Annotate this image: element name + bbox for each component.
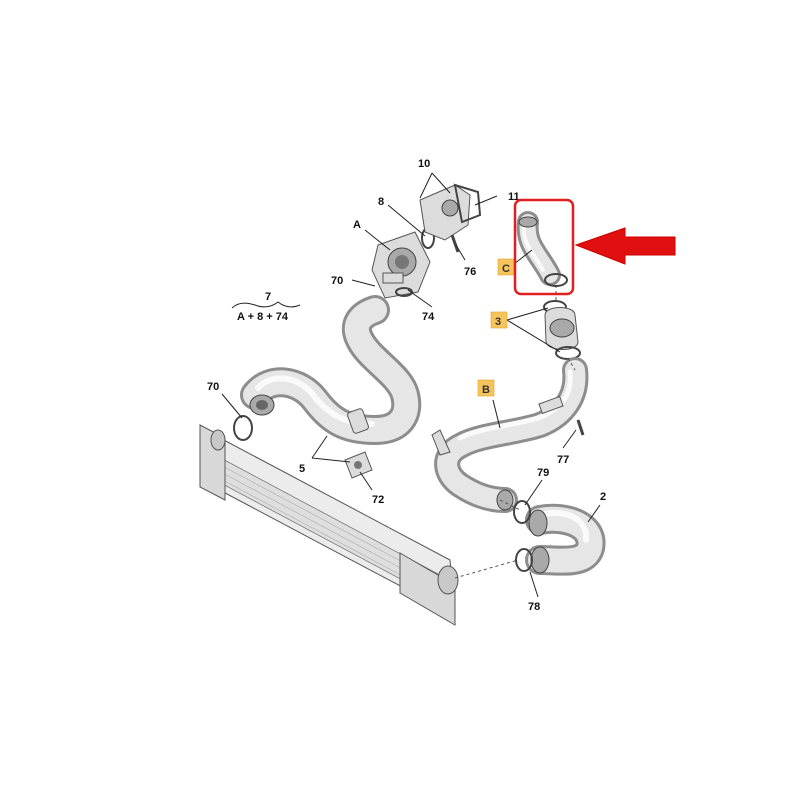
- callout-70-top: 70: [331, 275, 343, 287]
- callout-70-left: 70: [207, 381, 219, 393]
- turbo-outlet-3: [543, 300, 581, 360]
- highlight-box: [513, 198, 575, 296]
- gasket-11: [453, 183, 482, 224]
- callout-72: 72: [372, 494, 384, 506]
- callout-7-formula: A + 8 + 74: [237, 311, 289, 323]
- bolt-77: [576, 419, 585, 436]
- svg-text:3: 3: [495, 316, 501, 328]
- callout-77: 77: [557, 454, 569, 466]
- leader-lines: [221, 172, 601, 598]
- callout-11: 11: [508, 191, 520, 203]
- callout-78: 78: [528, 601, 540, 613]
- clamp-70-left: [233, 415, 253, 441]
- clamp-78: [515, 548, 533, 572]
- assembly-dash-lines: [454, 285, 576, 579]
- throttle-body-a: [371, 231, 431, 299]
- tag-b: B: [477, 379, 495, 397]
- callout-numbers: 10 11 8 A 76 70 74 7 A + 8 + 74 70 5 72 …: [207, 158, 606, 613]
- intercooler: [199, 424, 459, 626]
- callout-74: 74: [422, 311, 435, 323]
- hose-c: [516, 211, 568, 287]
- callout-76: 76: [464, 266, 476, 278]
- callout-2: 2: [600, 491, 606, 503]
- bolt-76: [450, 234, 460, 253]
- hose-b: [431, 357, 589, 513]
- clamp-79: [513, 500, 531, 524]
- svg-text:B: B: [482, 384, 490, 396]
- oring-74: [395, 287, 413, 297]
- egr-valve-10: [419, 184, 471, 241]
- callout-5: 5: [299, 463, 305, 475]
- tag-3: 3: [490, 311, 508, 329]
- callout-8: 8: [378, 196, 384, 208]
- hose-5: [240, 295, 422, 445]
- hose-2: [525, 503, 606, 576]
- tag-c: C: [497, 258, 515, 276]
- red-arrow-icon: [574, 227, 676, 265]
- callout-10: 10: [418, 158, 430, 170]
- callout-79: 79: [537, 467, 549, 479]
- bracket-72: [344, 451, 373, 479]
- callout-a: A: [353, 219, 361, 231]
- callout-7: 7: [265, 291, 271, 303]
- svg-text:C: C: [502, 263, 510, 275]
